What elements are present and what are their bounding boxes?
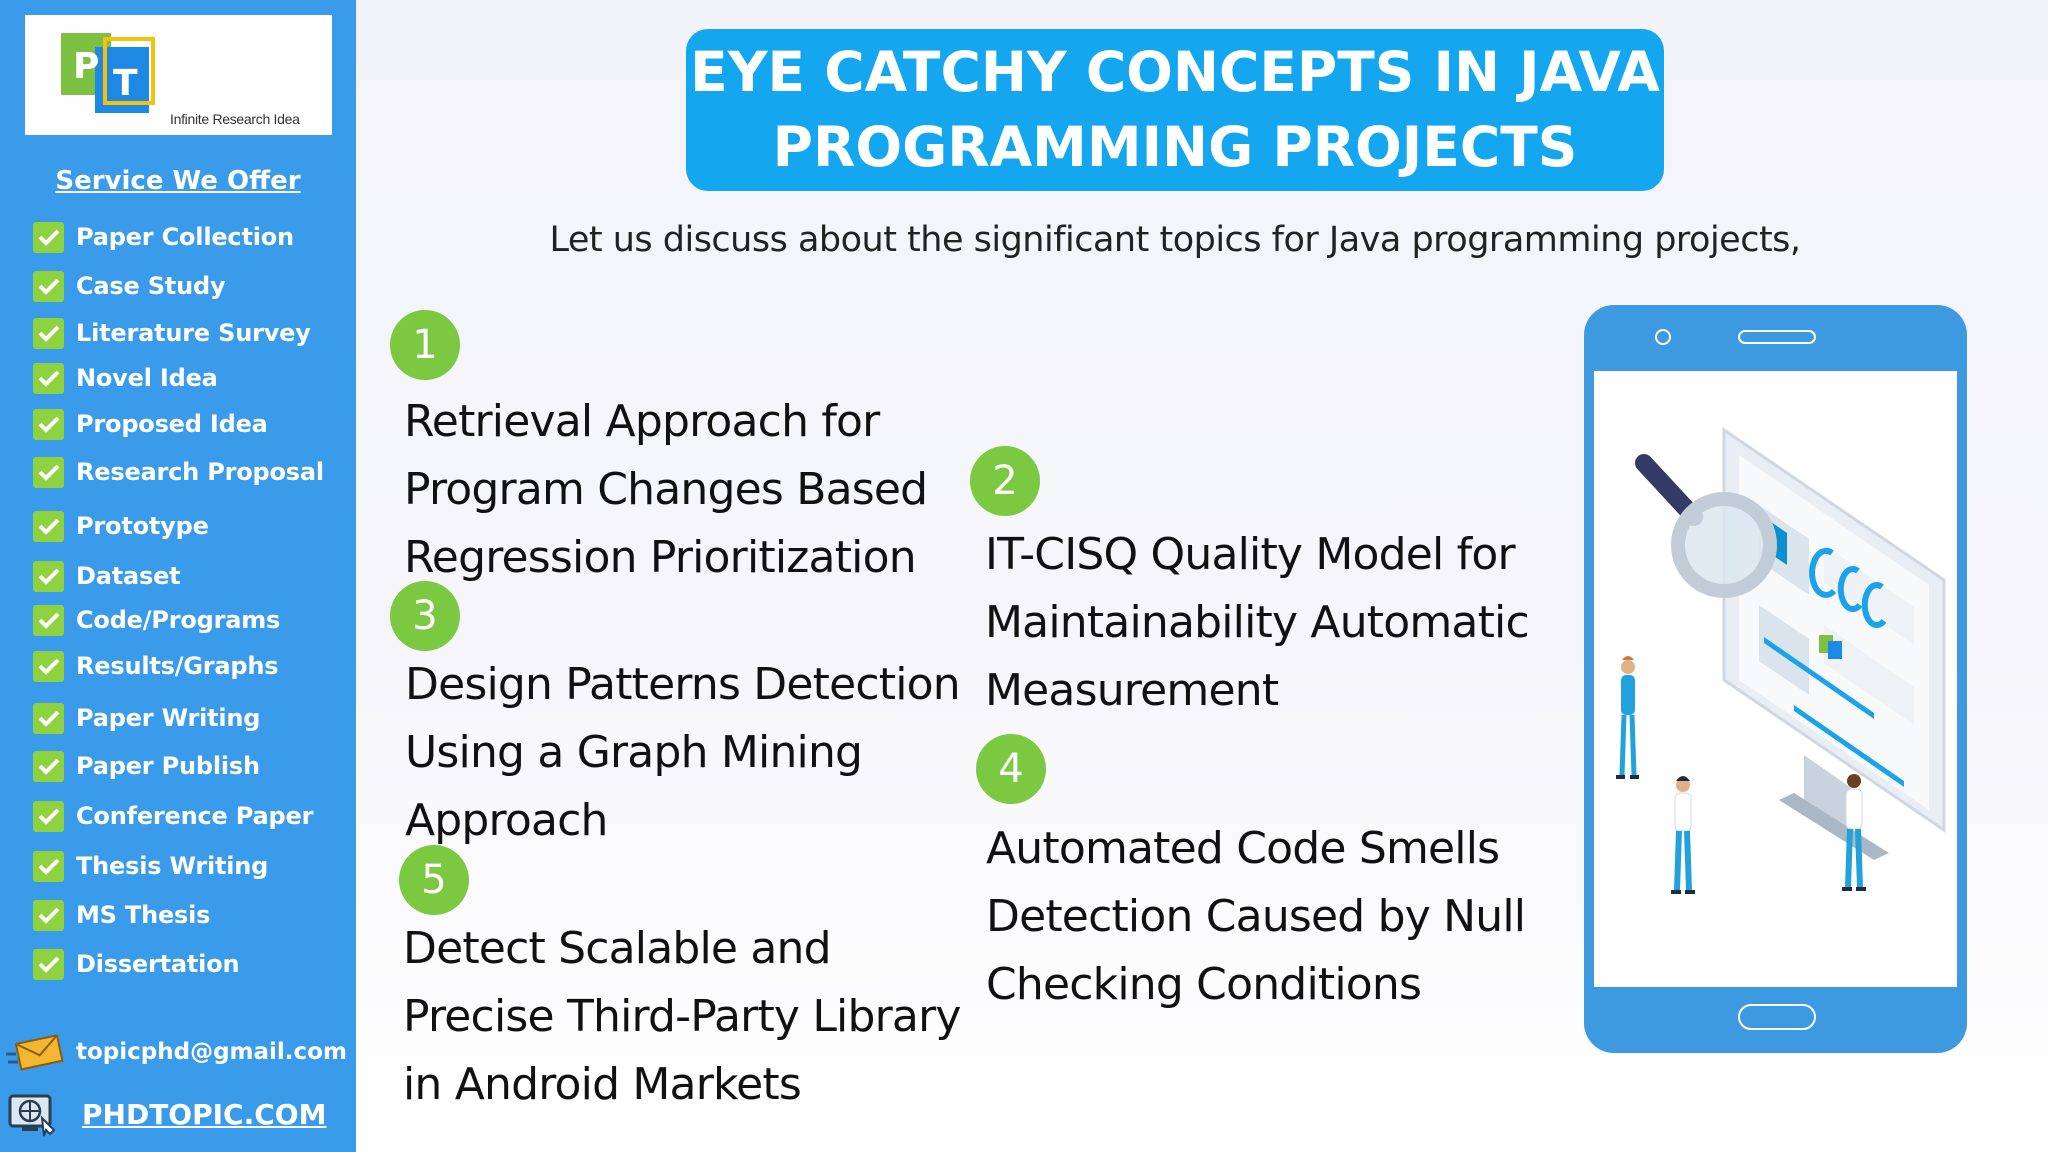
- service-label: Literature Survey: [76, 319, 311, 347]
- service-label: Code/Programs: [76, 606, 281, 634]
- service-item[interactable]: Thesis Writing: [33, 849, 268, 883]
- service-label: Paper Publish: [76, 752, 260, 780]
- service-label: Novel Idea: [76, 364, 218, 392]
- check-icon: [33, 604, 64, 636]
- service-label: Proposed Idea: [76, 410, 268, 438]
- service-label: Case Study: [76, 272, 226, 300]
- check-icon: [33, 948, 64, 980]
- check-icon: [33, 221, 64, 253]
- topic-text: Automated Code Smells Detection Caused b…: [986, 823, 1526, 1010]
- email-text: topicphd@gmail.com: [76, 1039, 347, 1065]
- check-icon: [33, 317, 64, 349]
- logo-mark-icon: P T: [61, 33, 155, 113]
- check-icon: [33, 362, 64, 394]
- logo[interactable]: P T Infinite Research Idea: [25, 15, 332, 135]
- service-label: Results/Graphs: [76, 652, 279, 680]
- topic-text: Design Patterns Detection Using a Graph …: [405, 659, 961, 846]
- topic-text: IT-CISQ Quality Model for Maintainabilit…: [985, 529, 1530, 716]
- magnifier-icon: [1635, 454, 1777, 598]
- service-label: Research Proposal: [76, 458, 324, 486]
- check-icon: [33, 408, 64, 440]
- service-item[interactable]: Code/Programs: [33, 603, 280, 637]
- topic-number-badge: 4: [976, 734, 1046, 804]
- service-item[interactable]: Case Study: [33, 269, 226, 303]
- globe-icon: [8, 1094, 56, 1137]
- svg-text:T: T: [113, 63, 138, 104]
- service-item[interactable]: Paper Collection: [33, 220, 294, 254]
- service-label: Dataset: [76, 562, 181, 590]
- check-icon: [33, 560, 64, 592]
- service-item[interactable]: Proposed Idea: [33, 407, 268, 441]
- website-link[interactable]: PHDTOPIC.COM: [6, 1090, 326, 1138]
- svg-text:P: P: [73, 46, 99, 87]
- service-item[interactable]: Research Proposal: [33, 455, 324, 489]
- service-label: Paper Collection: [76, 223, 294, 251]
- service-label: Conference Paper: [76, 802, 314, 830]
- services-heading[interactable]: Service We Offer: [55, 166, 301, 196]
- phone-illustration: [1584, 305, 1967, 1053]
- page-subtitle: Let us discuss about the significant top…: [549, 220, 1801, 260]
- service-item[interactable]: Prototype: [33, 509, 209, 543]
- check-icon: [33, 850, 64, 882]
- check-icon: [33, 899, 64, 931]
- service-item[interactable]: Results/Graphs: [33, 649, 279, 683]
- envelope-icon: [6, 1034, 64, 1071]
- sidebar: P T Infinite Research Idea Service We Of…: [0, 0, 356, 1152]
- service-label: Dissertation: [76, 950, 240, 978]
- check-icon: [33, 270, 64, 302]
- topic-number-badge: 3: [390, 581, 460, 651]
- page-title: EYE CATCHY CONCEPTS IN JAVA PROGRAMMING …: [690, 40, 1660, 179]
- topic-text: Retrieval Approach for Program Changes B…: [404, 396, 928, 583]
- service-item[interactable]: Dataset: [33, 559, 181, 593]
- service-item[interactable]: Literature Survey: [33, 316, 311, 350]
- topic-number-badge: 1: [390, 310, 460, 380]
- service-item[interactable]: Paper Publish: [33, 749, 260, 783]
- service-label: Paper Writing: [76, 704, 261, 732]
- check-icon: [33, 650, 64, 682]
- service-label: Prototype: [76, 512, 209, 540]
- service-item[interactable]: Novel Idea: [33, 361, 218, 395]
- topic-number-badge: 2: [970, 446, 1040, 516]
- check-icon: [33, 800, 64, 832]
- service-label: Thesis Writing: [76, 852, 269, 880]
- service-item[interactable]: Dissertation: [33, 947, 240, 981]
- check-icon: [33, 750, 64, 782]
- title-banner: EYE CATCHY CONCEPTS IN JAVA PROGRAMMING …: [686, 29, 1664, 191]
- check-icon: [33, 510, 64, 542]
- service-item[interactable]: Conference Paper: [33, 799, 313, 833]
- check-icon: [33, 456, 64, 488]
- service-item[interactable]: Paper Writing: [33, 701, 260, 735]
- email-link[interactable]: topicphd@gmail.com: [6, 1032, 347, 1072]
- website-text: PHDTOPIC.COM: [82, 1097, 327, 1131]
- check-icon: [33, 702, 64, 734]
- service-label: MS Thesis: [76, 901, 211, 929]
- logo-tagline: Infinite Research Idea: [170, 111, 300, 127]
- topic-number-badge: 5: [399, 845, 469, 915]
- topic-text: Detect Scalable and Precise Third-Party …: [403, 923, 961, 1110]
- service-item[interactable]: MS Thesis: [33, 898, 210, 932]
